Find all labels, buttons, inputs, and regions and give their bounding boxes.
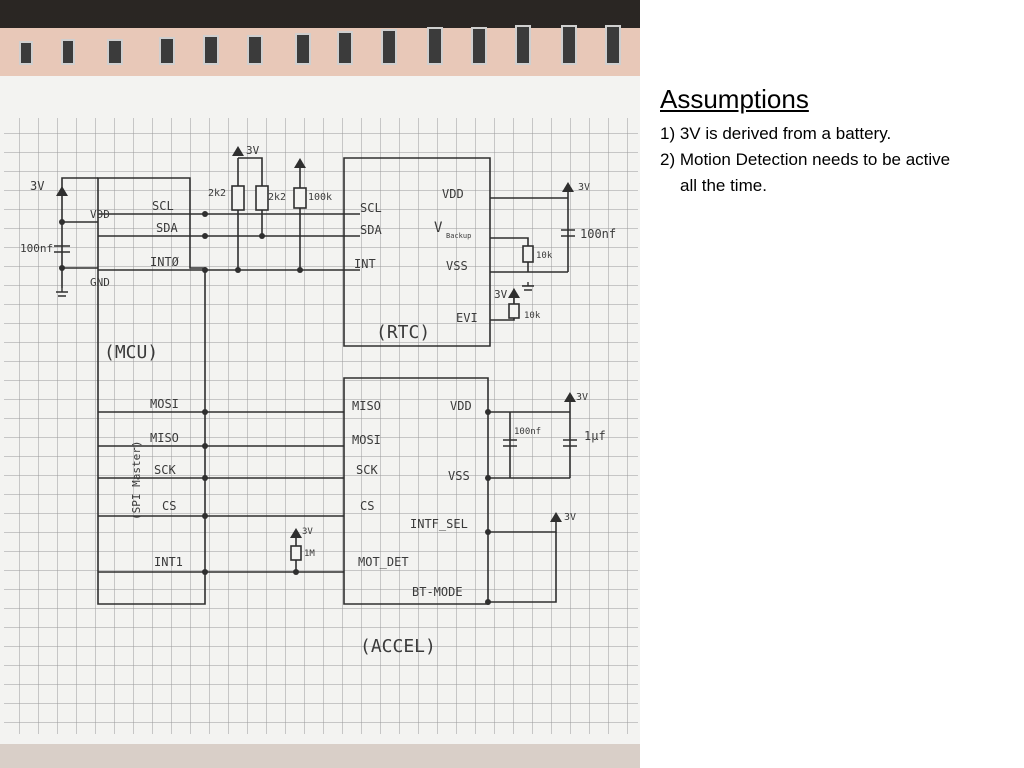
mcu-pin-mosi: MOSI — [150, 397, 179, 411]
supply-label: 3V — [494, 288, 508, 301]
accel-pin-cs: CS — [360, 499, 374, 513]
ground-icon — [56, 288, 68, 297]
rtc-pin-scl: SCL — [360, 201, 382, 215]
capacitor-c-rtc — [561, 229, 575, 237]
schematic-wires — [61, 157, 571, 605]
resistor-r-int — [293, 187, 307, 209]
supply-label: 3V — [578, 182, 590, 193]
capacitor-c-acc2 — [563, 439, 577, 447]
rtc-pin-vdd: VDD — [442, 187, 464, 201]
r-int-value: 100k — [308, 192, 332, 203]
supply-label: 3V — [564, 512, 576, 523]
c-rtc-value: 100nf — [580, 227, 616, 241]
supply-arrow-icon — [290, 528, 302, 538]
resistor-r-mot — [290, 545, 302, 561]
mcu-label: (MCU) — [104, 342, 158, 363]
rtc-pin-int: INT — [354, 257, 376, 271]
supply-arrow-icon — [56, 186, 68, 196]
mcu-pin-miso: MISO — [150, 431, 179, 445]
capacitor-c-mcu — [54, 245, 70, 253]
supply-label: 3V — [246, 144, 260, 157]
rtc-pin-sda: SDA — [360, 223, 382, 237]
assumption-item: 1) 3V is derived from a battery. — [660, 124, 892, 143]
resistor-r-pull1 — [231, 185, 245, 211]
rtc-pin-evi: EVI — [456, 311, 478, 325]
supply-label: 3V — [30, 179, 44, 193]
supply-arrow-icon — [562, 182, 574, 192]
rtc-pin-vbackup: V — [434, 220, 443, 236]
ground-symbols — [56, 282, 534, 297]
supply-arrow-icon — [564, 392, 576, 402]
resistor-r-evi — [508, 303, 520, 319]
supply-arrow-icon — [508, 288, 520, 298]
assumptions-title: Assumptions — [660, 84, 809, 114]
c-acc1-value: 100nf — [514, 427, 541, 437]
assumptions-panel: Assumptions 1) 3V is derived from a batt… — [660, 84, 1010, 199]
accel-pin-vdd: VDD — [450, 399, 472, 413]
mcu-pin-cs: CS — [162, 499, 176, 513]
mcu-pin-scl: SCL — [152, 199, 174, 213]
components — [54, 185, 577, 561]
r-pull1-value: 2k2 — [208, 188, 226, 199]
mcu-pin-sda: SDA — [156, 221, 178, 235]
supply-arrow-icon — [294, 158, 306, 168]
spiral-binding — [19, 25, 621, 65]
accel-label: (ACCEL) — [360, 636, 436, 657]
r-evi-value: 10k — [524, 311, 541, 321]
assumption-item: 2) Motion Detection needs to be active — [660, 150, 951, 169]
resistor-r-pull2 — [255, 185, 269, 211]
mcu-sublabel: (SPI Master) — [130, 441, 143, 520]
rtc-label: (RTC) — [376, 322, 430, 343]
mcu-pin-int0: INTØ — [150, 255, 180, 269]
resistor-r-rtc — [522, 245, 534, 263]
c-mcu-value: 100nf — [20, 242, 53, 255]
schematic-photo: 3V 3V 3V 3V 3V 3V 3V VDD GND SCL SDA INT… — [0, 0, 640, 768]
mcu-pin-gnd: GND — [90, 276, 110, 289]
accel-pin-sck: SCK — [356, 463, 378, 477]
accel-pin-miso: MISO — [352, 399, 381, 413]
assumption-item-continuation: all the time. — [680, 176, 767, 195]
accel-pin-mot-det: MOT_DET — [358, 555, 409, 569]
supply-arrows — [56, 146, 576, 538]
accel-pin-mosi: MOSI — [352, 433, 381, 447]
supply-label: 3V — [576, 392, 588, 403]
grid-area — [4, 118, 638, 734]
c-acc2-value: 1μf — [584, 429, 606, 443]
supply-arrow-icon — [550, 512, 562, 522]
r-rtc-value: 10k — [536, 251, 553, 261]
accel-pin-bt-mode: BT-MODE — [412, 585, 463, 599]
notebook-cover — [0, 28, 640, 84]
mcu-pin-int1: INT1 — [154, 555, 183, 569]
rtc-pin-vss: VSS — [446, 259, 468, 273]
supply-arrow-icon — [232, 146, 244, 156]
rtc-pin-vbackup-sub: Backup — [446, 232, 471, 240]
junction-dots — [59, 211, 491, 605]
capacitor-c-acc1 — [503, 439, 517, 447]
supply-label: 3V — [302, 527, 313, 537]
mcu-pin-vdd: VDD — [90, 208, 110, 221]
mcu-pin-sck: SCK — [154, 463, 176, 477]
bottom-shadow — [0, 744, 640, 768]
ground-icon — [522, 282, 534, 291]
r-pull2-value: 2k2 — [268, 192, 286, 203]
accel-pin-intf-sel: INTF_SEL — [410, 517, 468, 531]
accel-pin-vss: VSS — [448, 469, 470, 483]
r-mot-value: 1M — [304, 549, 315, 559]
